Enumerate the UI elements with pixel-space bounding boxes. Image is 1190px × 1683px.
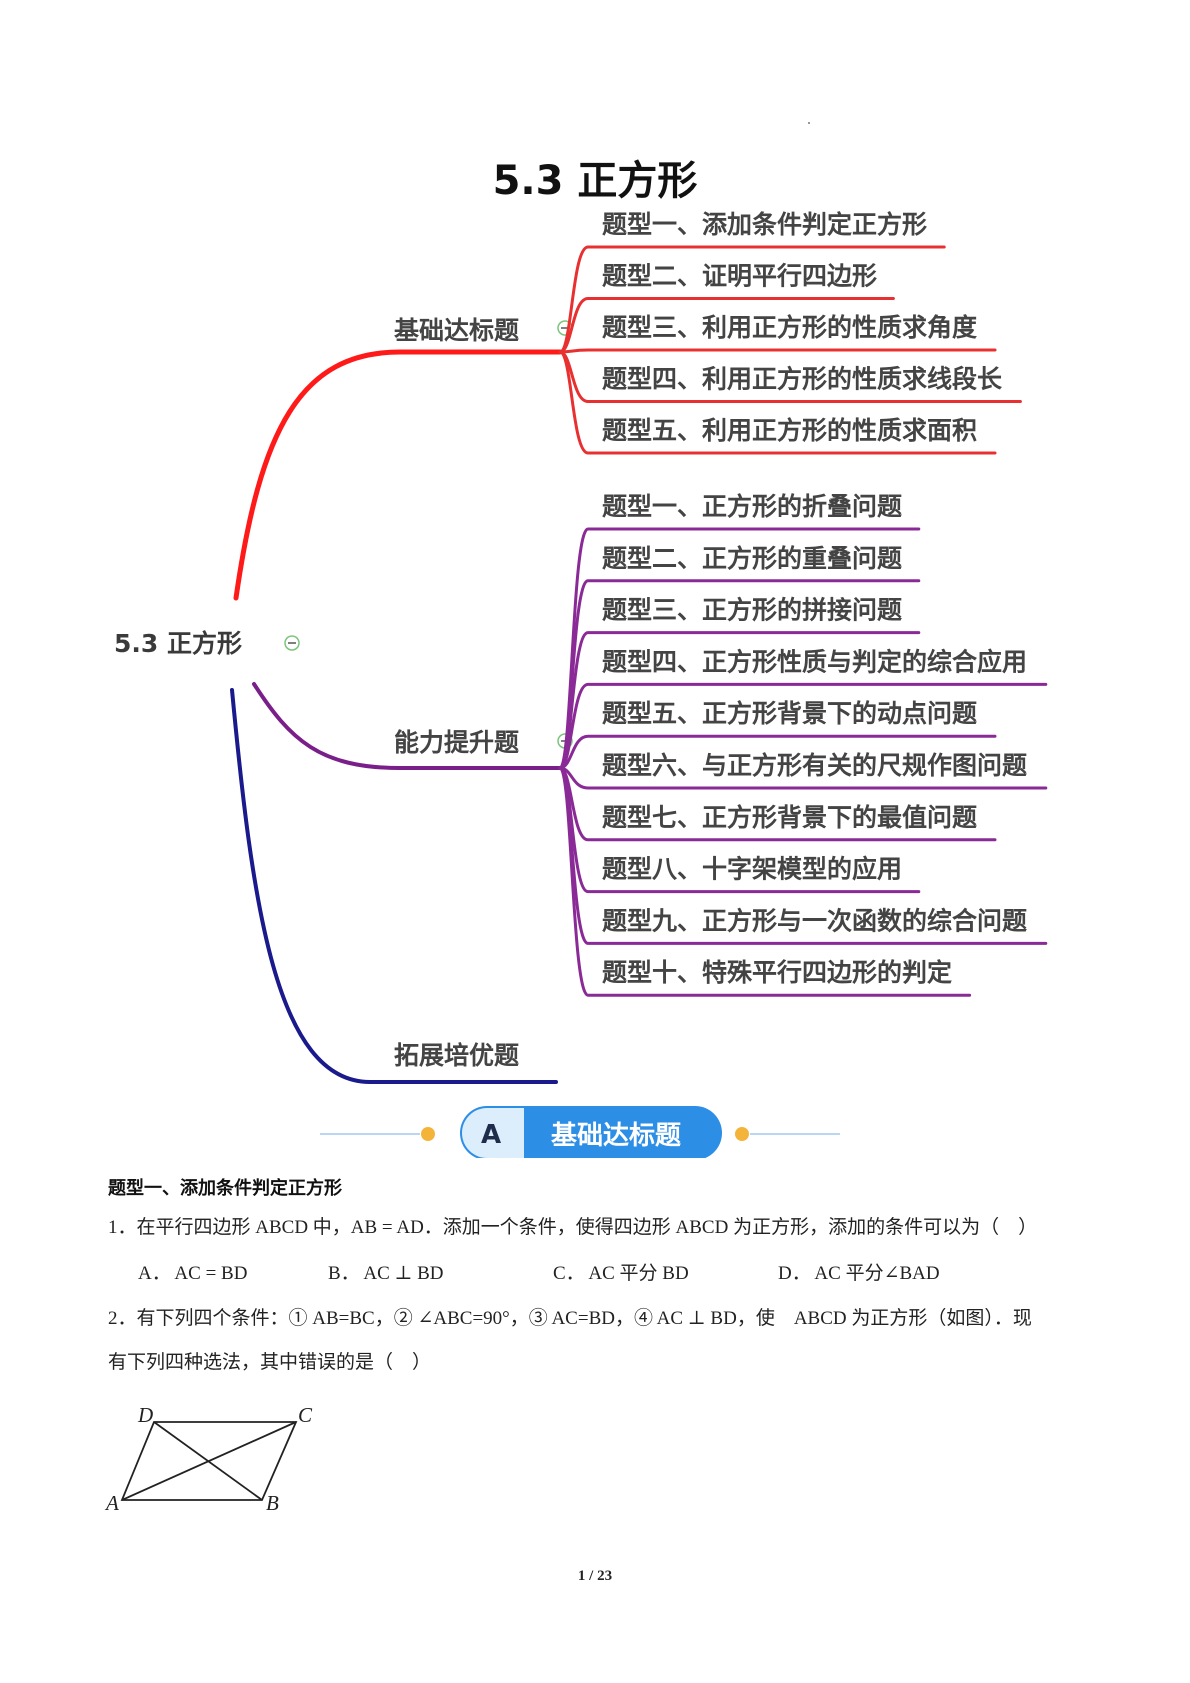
mindmap-leaf: 题型四、正方形性质与判定的综合应用 bbox=[602, 647, 1027, 676]
branch-line-basic bbox=[233, 349, 563, 601]
branch-line-advanced bbox=[252, 682, 562, 770]
section-heading: 题型一、添加条件判定正方形 bbox=[108, 1178, 342, 1199]
question-1-options: A． AC = BD B． AC ⊥ BD C． AC 平分 BD D． AC … bbox=[138, 1258, 1098, 1285]
leaves-basic: 题型一、添加条件判定正方形题型二、证明平行四边形题型三、利用正方形的性质求角度题… bbox=[558, 210, 1022, 455]
mindmap-leaf: 题型五、正方形背景下的动点问题 bbox=[602, 699, 977, 728]
mindmap-leaf: 题型九、正方形与一次函数的综合问题 bbox=[602, 906, 1027, 935]
mindmap-leaf: 题型一、添加条件判定正方形 bbox=[602, 210, 927, 239]
leaf-connector bbox=[558, 350, 997, 455]
leaves-advanced: 题型一、正方形的折叠问题题型二、正方形的重叠问题题型三、正方形的拼接问题题型四、… bbox=[558, 492, 1048, 997]
leaf-connector bbox=[558, 766, 972, 997]
section-banner: A 基础达标题 bbox=[320, 1106, 840, 1158]
mindmap-leaf: 题型三、利用正方形的性质求角度 bbox=[602, 313, 977, 342]
mindmap-leaf: 题型一、正方形的折叠问题 bbox=[602, 492, 902, 521]
collapse-icon[interactable] bbox=[284, 635, 300, 651]
page-title: 5.3 正方形 bbox=[492, 158, 698, 204]
leaf-connector bbox=[558, 297, 895, 354]
branch-line-extension bbox=[230, 688, 558, 1084]
stray-dot bbox=[808, 122, 810, 124]
document-body: 题型一、添加条件判定正方形 1．在平行四边形 ABCD 中，AB = AD．添加… bbox=[108, 1174, 1098, 1377]
mind-map: 5.3 正方形 基础达标题 能力提升题 拓展培优题 题型一、添加条件判定正方形题… bbox=[114, 210, 1048, 1084]
mindmap-leaf: 题型八、十字架模型的应用 bbox=[602, 855, 902, 884]
option-d[interactable]: D． AC 平分∠BAD bbox=[778, 1263, 940, 1284]
mindmap-leaf: 题型三、正方形的拼接问题 bbox=[602, 596, 902, 625]
mindmap-leaf: 题型五、利用正方形的性质求面积 bbox=[602, 416, 977, 445]
mindmap-leaf: 题型四、利用正方形的性质求线段长 bbox=[602, 365, 1003, 394]
option-c[interactable]: C． AC 平分 BD bbox=[553, 1263, 689, 1284]
mindmap-leaf: 题型二、证明平行四边形 bbox=[602, 262, 877, 291]
page-number: 1 / 23 bbox=[577, 1568, 613, 1584]
question-1: 1．在平行四边形 ABCD 中，AB = AD．添加一个条件，使得四边形 ABC… bbox=[108, 1217, 1038, 1238]
parallelogram-figure: D C A B bbox=[104, 1406, 313, 1515]
diagonal-bd bbox=[153, 1421, 263, 1501]
banner-dot-right bbox=[735, 1127, 749, 1141]
branch-label-advanced: 能力提升题 bbox=[394, 728, 519, 757]
mindmap-leaf: 题型二、正方形的重叠问题 bbox=[602, 544, 902, 573]
leaf-connector bbox=[558, 245, 946, 354]
mindmap-leaf: 题型六、与正方形有关的尺规作图问题 bbox=[602, 751, 1027, 780]
question-2-line-1: 2．有下列四个条件：① AB=BC，② ∠ABC=90°，③ AC=BD，④ A… bbox=[108, 1308, 1032, 1329]
branch-label-basic: 基础达标题 bbox=[394, 316, 519, 345]
leaf-connector bbox=[558, 734, 997, 770]
mindmap-root: 5.3 正方形 bbox=[114, 629, 242, 658]
leaf-connector bbox=[558, 682, 1048, 770]
vertex-label-d: D bbox=[137, 1406, 153, 1427]
mindmap-leaf: 题型七、正方形背景下的最值问题 bbox=[602, 803, 977, 832]
question-2-line-2: 有下列四种选法，其中错误的是（ ） bbox=[108, 1352, 432, 1373]
option-a[interactable]: A． AC = BD bbox=[138, 1263, 248, 1284]
banner-letter: A bbox=[481, 1120, 501, 1150]
banner-label: 基础达标题 bbox=[551, 1121, 681, 1151]
leaf-connector bbox=[558, 348, 997, 354]
vertex-label-a: A bbox=[104, 1491, 119, 1515]
option-b[interactable]: B． AC ⊥ BD bbox=[328, 1263, 444, 1284]
banner-dot-left bbox=[421, 1127, 435, 1141]
branch-label-extension: 拓展培优题 bbox=[394, 1041, 519, 1070]
vertex-label-b: B bbox=[266, 1491, 279, 1515]
vertex-label-c: C bbox=[298, 1406, 313, 1427]
mindmap-leaf: 题型十、特殊平行四边形的判定 bbox=[602, 958, 952, 987]
